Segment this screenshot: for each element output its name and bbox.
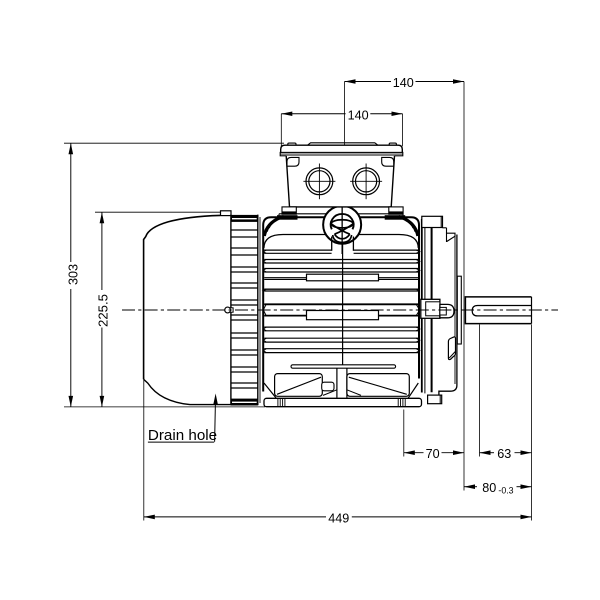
svg-text:225.5: 225.5 [96, 294, 111, 327]
svg-text:449: 449 [328, 511, 349, 525]
svg-text:140: 140 [393, 76, 414, 90]
svg-text:140: 140 [348, 108, 369, 122]
svg-text:70: 70 [426, 447, 440, 461]
svg-text:303: 303 [66, 264, 80, 285]
svg-text:-0.3: -0.3 [498, 486, 513, 496]
svg-text:80: 80 [482, 481, 496, 495]
svg-text:Drain hole: Drain hole [148, 427, 217, 444]
svg-text:63: 63 [497, 447, 511, 461]
